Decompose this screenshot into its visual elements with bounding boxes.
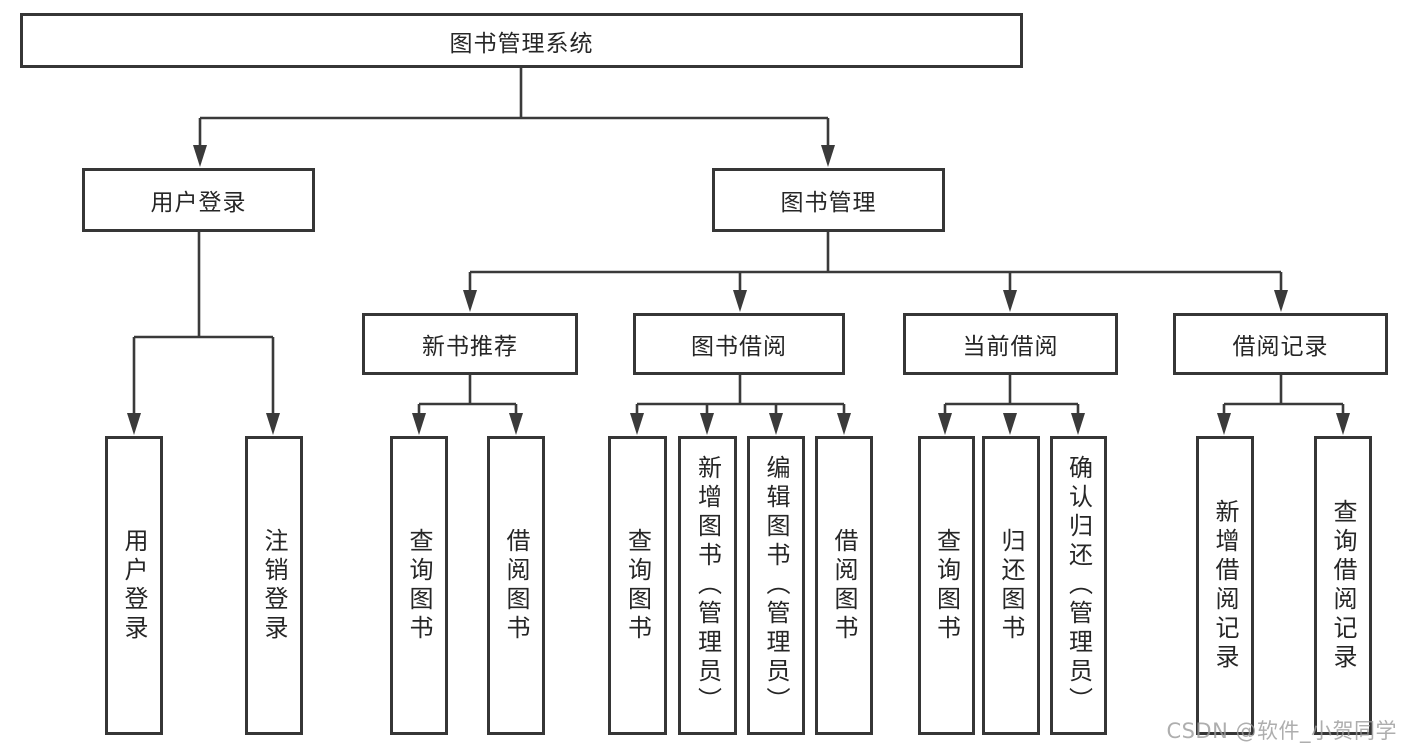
leaf-borrow-books-borrowing: 借阅图书 — [815, 436, 873, 735]
node-book-borrowing: 图书借阅 — [633, 313, 845, 375]
leaf-query-books-current: 查询图书 — [918, 436, 975, 735]
leaf-return-books: 归还图书 — [982, 436, 1040, 735]
node-new-book-recommendation: 新书推荐 — [362, 313, 578, 375]
node-book-management: 图书管理 — [712, 168, 945, 232]
leaf-query-books-borrowing: 查询图书 — [608, 436, 667, 735]
watermark: CSDN @软件_小贺同学 — [1166, 719, 1397, 743]
leaf-query-books-recommend: 查询图书 — [390, 436, 448, 735]
connector-shafts — [132, 68, 1345, 418]
leaf-query-borrow-record: 查询借阅记录 — [1314, 436, 1372, 735]
leaf-edit-books-admin: 编辑图书（管理员） — [747, 436, 805, 735]
node-current-borrowing: 当前借阅 — [903, 313, 1118, 375]
node-library-system: 图书管理系统 — [20, 13, 1023, 68]
leaf-confirm-return-admin: 确认归还（管理员） — [1050, 436, 1107, 735]
node-borrowing-records: 借阅记录 — [1173, 313, 1388, 375]
leaf-add-books-admin: 新增图书（管理员） — [678, 436, 737, 735]
arrowheads — [127, 145, 1350, 435]
leaf-user-login: 用户登录 — [105, 436, 163, 735]
node-user-login: 用户登录 — [82, 168, 315, 232]
leaf-borrow-books-recommend: 借阅图书 — [487, 436, 545, 735]
leaf-add-borrow-record: 新增借阅记录 — [1196, 436, 1254, 735]
leaf-logout-login: 注销登录 — [245, 436, 303, 735]
